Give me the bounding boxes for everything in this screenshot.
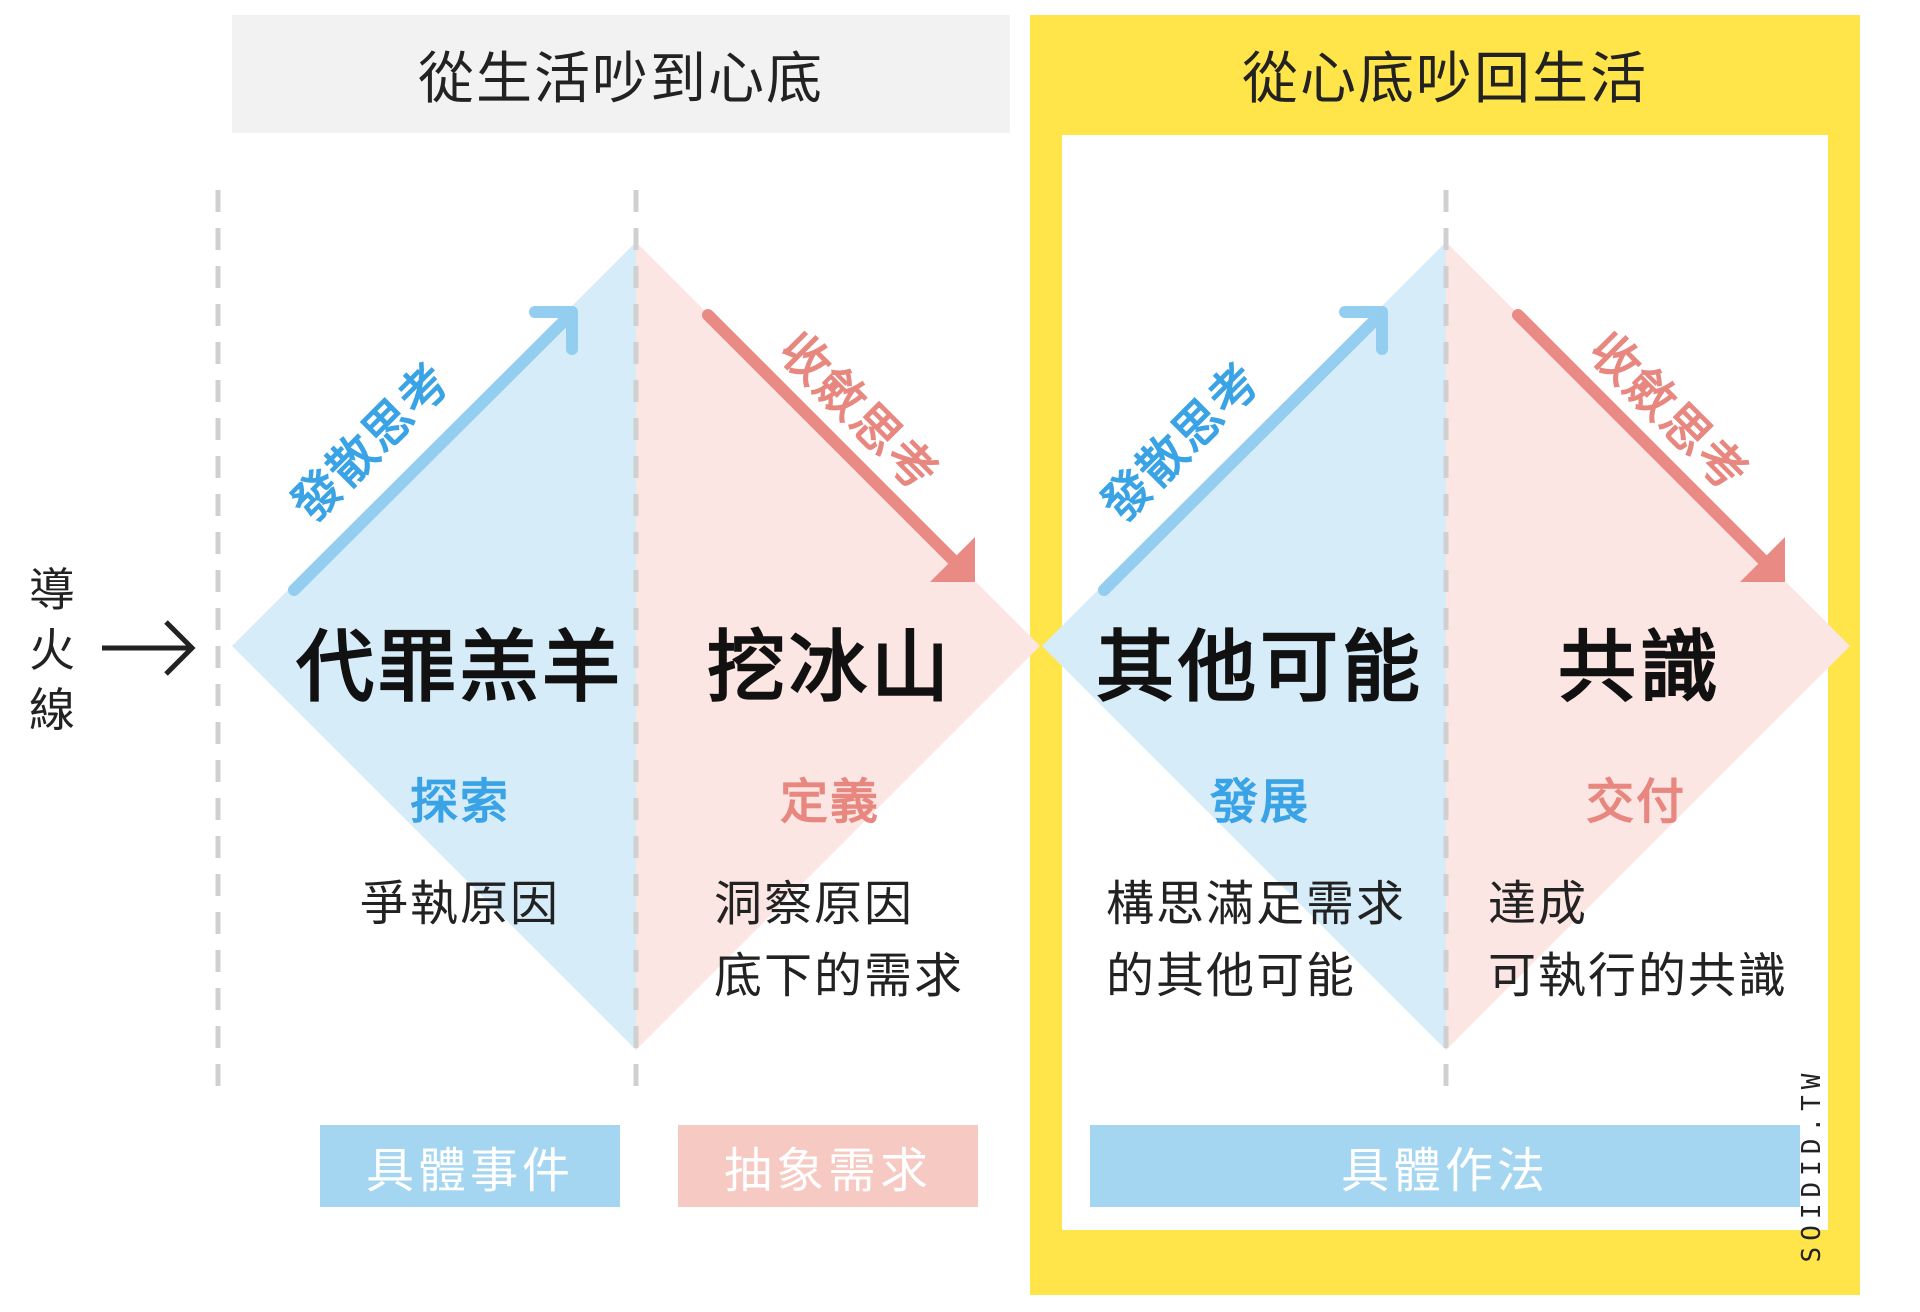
diamond-1-convergent [636,242,1040,1050]
stage-desc-2: 洞察原因 底下的需求 [714,868,1014,1012]
stage-desc-3: 構思滿足需求 的其他可能 [1106,868,1446,1012]
stage-sub-define: 定義 [779,774,880,830]
brand-watermark: SOIDID.TW [1797,1067,1827,1263]
convergent-arrow-1 [702,309,966,573]
stage-desc-1: 爭執原因 [360,868,620,940]
stage-desc-4-line-2: 可執行的共識 [1488,948,1789,1004]
stage-desc-4: 達成 可執行的共識 [1488,868,1828,1012]
diamond-2-convergent [1446,242,1850,1050]
trigger-label: 導火線 [22,560,82,740]
stage-desc-2-line-1: 洞察原因 [714,876,915,932]
stage-desc-3-line-1: 構思滿足需求 [1106,876,1407,932]
label-concrete-actions: 具體作法 [1090,1125,1800,1207]
stage-desc-2-line-2: 底下的需求 [714,948,965,1004]
label-concrete-events: 具體事件 [320,1125,620,1207]
trigger-label-char-3: 線 [29,683,75,737]
divergent-arrow-2 [1098,314,1381,596]
diamond-1-divergent [232,242,636,1050]
convergent-arrow-2 [1512,309,1776,573]
divergent-arrow-1 [288,314,571,596]
divergent-arrowhead-1 [529,306,578,355]
divergent-arrowhead-2 [1339,306,1388,355]
label-abstract-needs: 抽象需求 [678,1125,978,1207]
stage-desc-3-line-2: 的其他可能 [1106,948,1357,1004]
stage-sub-deliver: 交付 [1585,774,1686,830]
stage-title-consensus: 共識 [1557,623,1722,713]
header-right: 從心底吵回生活 [1242,46,1648,112]
header-left: 從生活吵到心底 [418,46,824,112]
stage-sub-develop: 發展 [1209,774,1310,830]
trigger-label-char-2: 火 [29,623,75,677]
diamond-2-divergent [1042,242,1446,1050]
stage-title-scapegoat: 代罪羔羊 [295,623,624,713]
convergent-arrowhead-2 [1740,537,1785,582]
stage-desc-1-line-1: 爭執原因 [360,876,561,932]
trigger-label-char-1: 導 [29,563,75,617]
trigger-arrowhead [164,620,196,676]
stage-title-iceberg: 挖冰山 [706,623,953,713]
stage-sub-discover: 探索 [409,774,510,830]
left-header-bg [232,15,1010,133]
stage-desc-4-line-1: 達成 [1488,876,1589,932]
stage-title-possibilities: 其他可能 [1095,623,1424,713]
convergent-arrowhead-1 [930,537,975,582]
